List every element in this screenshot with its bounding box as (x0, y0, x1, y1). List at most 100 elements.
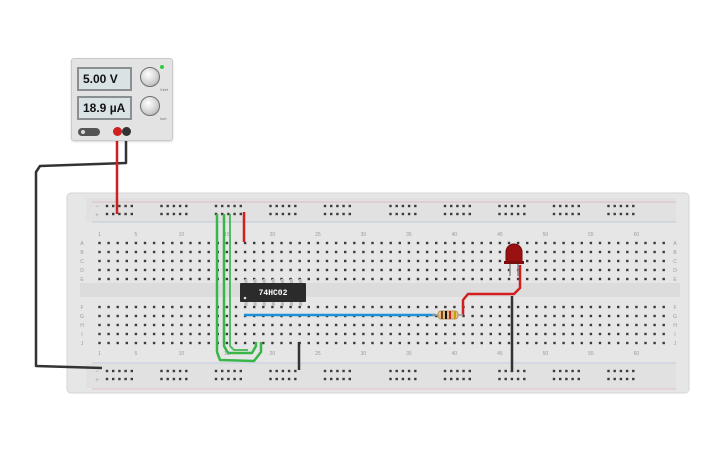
breadboard-hole[interactable] (498, 268, 502, 272)
breadboard-hole[interactable] (307, 277, 310, 281)
breadboard-hole[interactable] (580, 341, 583, 345)
breadboard-hole[interactable] (307, 259, 310, 263)
breadboard-hole[interactable] (626, 305, 629, 309)
breadboard-hole[interactable] (644, 305, 647, 309)
rail-hole[interactable] (269, 212, 272, 216)
rail-hole[interactable] (462, 377, 465, 381)
rail-hole[interactable] (185, 369, 188, 373)
breadboard-hole[interactable] (626, 341, 629, 345)
breadboard-hole[interactable] (535, 250, 538, 254)
rail-hole[interactable] (619, 204, 623, 208)
rail-hole[interactable] (118, 377, 121, 381)
breadboard-hole[interactable] (298, 259, 301, 263)
breadboard-hole[interactable] (398, 332, 401, 336)
breadboard-hole[interactable] (116, 241, 119, 245)
breadboard-hole[interactable] (617, 314, 620, 318)
breadboard-hole[interactable] (353, 323, 356, 327)
breadboard-hole[interactable] (416, 259, 420, 263)
rail-hole[interactable] (124, 369, 127, 373)
breadboard-hole[interactable] (389, 241, 392, 245)
breadboard-hole[interactable] (526, 314, 529, 318)
breadboard-hole[interactable] (471, 323, 474, 327)
breadboard-hole[interactable] (653, 241, 656, 245)
rail-hole[interactable] (227, 204, 230, 208)
rail-hole[interactable] (342, 369, 345, 373)
breadboard-hole[interactable] (325, 268, 329, 272)
breadboard-hole[interactable] (644, 241, 647, 245)
breadboard-hole[interactable] (143, 250, 147, 254)
breadboard-hole[interactable] (198, 323, 201, 327)
rail-hole[interactable] (632, 369, 635, 373)
breadboard-hole[interactable] (480, 241, 483, 245)
breadboard-hole[interactable] (171, 332, 174, 336)
green-wire-2[interactable] (222, 214, 258, 355)
breadboard-hole[interactable] (107, 332, 110, 336)
breadboard-hole[interactable] (626, 314, 629, 318)
breadboard-hole[interactable] (507, 341, 511, 345)
rail-hole[interactable] (233, 369, 236, 373)
breadboard-hole[interactable] (462, 241, 465, 245)
breadboard-hole[interactable] (635, 259, 638, 263)
breadboard-hole[interactable] (526, 305, 529, 309)
breadboard-hole[interactable] (134, 259, 138, 263)
breadboard-hole[interactable] (171, 250, 174, 254)
rail-hole[interactable] (389, 212, 392, 216)
breadboard-hole[interactable] (162, 323, 165, 327)
breadboard-hole[interactable] (498, 341, 502, 345)
rail-hole[interactable] (269, 369, 272, 373)
rail-hole[interactable] (281, 204, 285, 208)
breadboard-hole[interactable] (334, 332, 338, 336)
breadboard-hole[interactable] (562, 341, 565, 345)
breadboard-hole[interactable] (271, 259, 274, 263)
breadboard-hole[interactable] (298, 332, 301, 336)
breadboard-hole[interactable] (580, 314, 583, 318)
breadboard-hole[interactable] (617, 277, 620, 281)
breadboard-hole[interactable] (562, 241, 565, 245)
breadboard-hole[interactable] (325, 277, 329, 281)
breadboard-hole[interactable] (589, 341, 593, 345)
breadboard-hole[interactable] (526, 323, 529, 327)
breadboard-hole[interactable] (416, 277, 420, 281)
breadboard-hole[interactable] (243, 332, 247, 336)
breadboard-hole[interactable] (134, 277, 138, 281)
rail-hole[interactable] (287, 377, 291, 381)
rail-hole[interactable] (105, 377, 109, 381)
breadboard-hole[interactable] (498, 323, 502, 327)
breadboard-hole[interactable] (489, 341, 492, 345)
rail-hole[interactable] (233, 377, 236, 381)
rail-hole[interactable] (124, 212, 127, 216)
breadboard-hole[interactable] (134, 305, 138, 309)
rail-hole[interactable] (214, 369, 218, 373)
breadboard-hole[interactable] (171, 268, 174, 272)
breadboard-hole[interactable] (607, 332, 611, 336)
breadboard-hole[interactable] (444, 268, 447, 272)
breadboard-hole[interactable] (398, 241, 401, 245)
breadboard-hole[interactable] (189, 259, 192, 263)
rail-hole[interactable] (275, 212, 278, 216)
breadboard-hole[interactable] (171, 314, 174, 318)
breadboard-hole[interactable] (298, 241, 301, 245)
breadboard-hole[interactable] (316, 323, 320, 327)
breadboard-hole[interactable] (471, 341, 474, 345)
rail-hole[interactable] (552, 369, 556, 373)
breadboard-hole[interactable] (298, 323, 301, 327)
breadboard-hole[interactable] (289, 305, 292, 309)
breadboard-hole[interactable] (98, 259, 101, 263)
breadboard-hole[interactable] (516, 332, 520, 336)
breadboard-hole[interactable] (435, 268, 438, 272)
breadboard-hole[interactable] (344, 323, 347, 327)
rail-hole[interactable] (336, 212, 339, 216)
breadboard-hole[interactable] (571, 268, 574, 272)
breadboard-hole[interactable] (553, 268, 556, 272)
breadboard-hole[interactable] (562, 277, 565, 281)
breadboard-hole[interactable] (480, 314, 483, 318)
breadboard-hole[interactable] (162, 268, 165, 272)
breadboard-hole[interactable] (553, 241, 556, 245)
breadboard-hole[interactable] (344, 277, 347, 281)
breadboard-hole[interactable] (116, 277, 119, 281)
breadboard-hole[interactable] (444, 259, 447, 263)
rail-hole[interactable] (112, 377, 115, 381)
breadboard-hole[interactable] (416, 341, 420, 345)
rail-hole[interactable] (330, 204, 333, 208)
breadboard-hole[interactable] (271, 268, 274, 272)
